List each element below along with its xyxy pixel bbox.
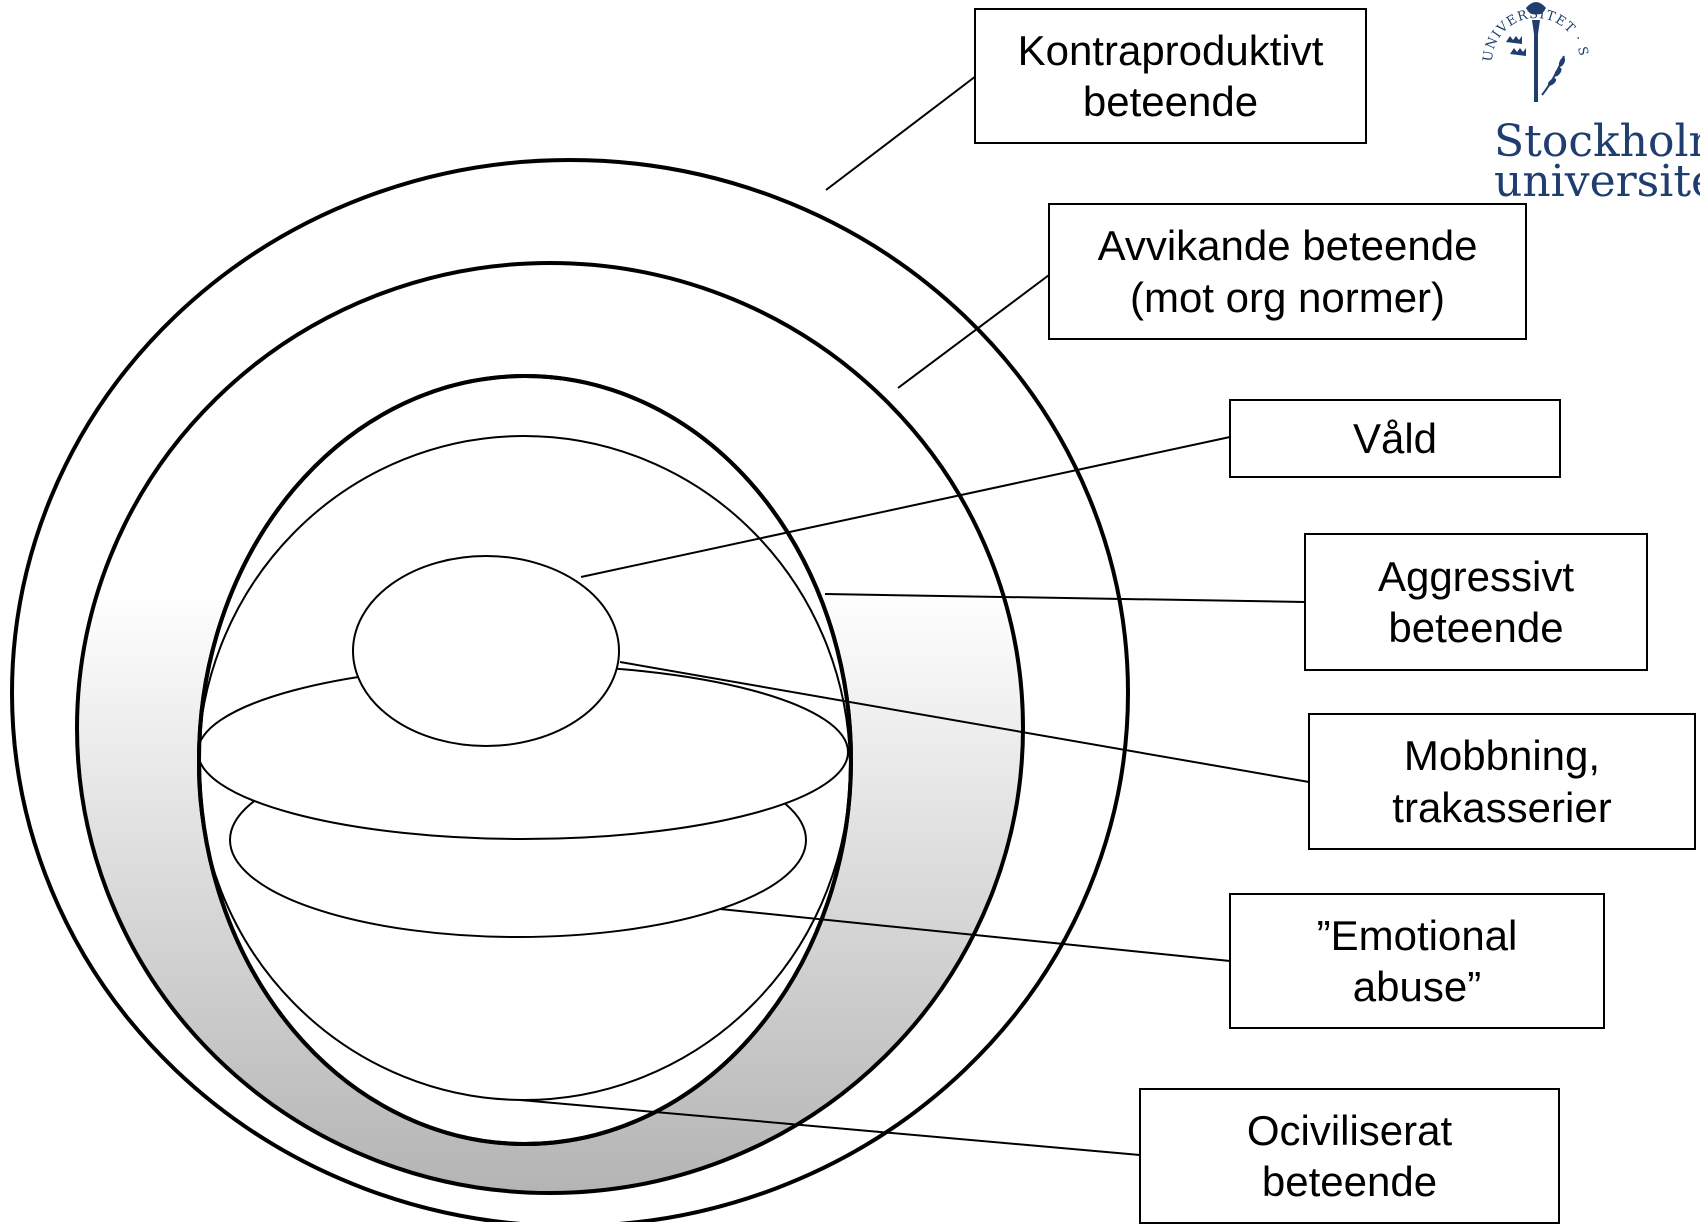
connector-ociviliserat (519, 1099, 1141, 1156)
university-seal-icon: UNIVERSITET · STOCKHOLMS (1462, 0, 1591, 102)
label-emotional-abuse-line1: ”Emotional (1316, 911, 1518, 959)
svg-text:UNIVERSITET · STOCKHOLMS: UNIVERSITET · STOCKHOLMS (1462, 0, 1591, 63)
stockholm-university-logo: UNIVERSITET · STOCKHOLMS Stockholms univ… (1462, 0, 1700, 240)
label-kontraproduktivt-line2: beteende (1082, 78, 1259, 125)
label-avvikande-line2: (mot org normer) (1129, 273, 1446, 321)
label-ociviliserat: Ociviliserat beteende (1139, 1088, 1560, 1224)
label-kontraproduktivt-line1: Kontraproduktivt (1017, 26, 1324, 74)
logo-name-line1: Stockholms (1494, 116, 1700, 167)
label-emotional-abuse-line2: abuse” (1352, 963, 1482, 1010)
label-vald-line1: Våld (1352, 414, 1438, 462)
seal-text: UNIVERSITET · STOCKHOLMS (1462, 0, 1590, 63)
circle-aggressivt-outline (197, 374, 853, 1146)
label-mobbning: Mobbning, trakasserier (1308, 713, 1696, 850)
connector-aggressivt (824, 593, 1306, 603)
label-aggressivt: Aggressivt beteende (1304, 533, 1648, 671)
label-emotional-abuse: ”Emotional abuse” (1229, 893, 1605, 1029)
label-kontraproduktivt: Kontraproduktivt beteende (974, 8, 1367, 144)
label-mobbning-line2: trakasserier (1392, 783, 1612, 831)
connector-mobbning (619, 661, 1310, 783)
connector-avvikande (897, 274, 1050, 389)
ellipse-vald (352, 555, 620, 747)
label-ociviliserat-line2: beteende (1261, 1158, 1438, 1205)
label-aggressivt-line2: beteende (1388, 604, 1564, 651)
label-avvikande-line1: Avvikande beteende (1097, 222, 1478, 270)
label-ociviliserat-line1: Ociviliserat (1246, 1106, 1453, 1154)
connector-kontraproduktivt (825, 75, 977, 191)
label-avvikande: Avvikande beteende (mot org normer) (1048, 203, 1527, 340)
connector-vald (580, 436, 1231, 578)
label-aggressivt-line1: Aggressivt (1377, 552, 1575, 600)
label-mobbning-line1: Mobbning, (1403, 732, 1601, 780)
label-vald: Våld (1229, 399, 1561, 478)
logo-name-line2: universitet (1494, 156, 1700, 207)
connector-emotional-abuse (719, 908, 1231, 962)
